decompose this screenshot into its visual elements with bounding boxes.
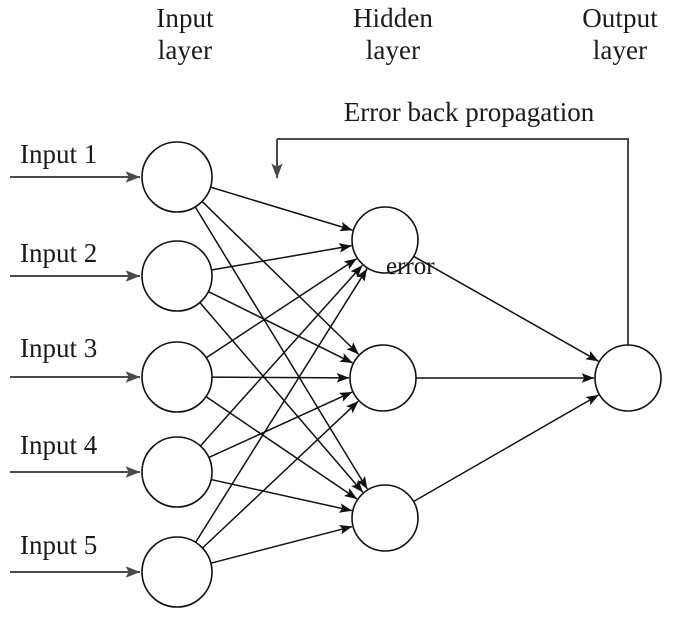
input-label-2: Input 2 — [20, 238, 98, 268]
input-node-1 — [141, 141, 213, 213]
edge-hidden3-output1 — [413, 394, 599, 503]
hidden-layer-title-line2: layer — [365, 35, 421, 65]
edge-input1-hidden1 — [210, 186, 353, 232]
hidden-node-3 — [351, 484, 419, 552]
input-node-5 — [141, 536, 213, 608]
edge-input5-hidden3 — [210, 524, 353, 564]
error-back-propagation-arrow — [271, 138, 629, 345]
neuron-nodes-group — [141, 141, 662, 608]
input-label-4: Input 4 — [20, 430, 98, 460]
edge-input4-hidden1 — [199, 264, 363, 447]
hidden-layer-title-line1: Hidden — [352, 3, 434, 33]
edge-input2-hidden3 — [199, 302, 364, 493]
input-node-4 — [141, 436, 213, 508]
backprop-path-horizontal — [277, 138, 629, 345]
edge-input1-hidden3 — [194, 206, 368, 490]
error-label: error — [386, 253, 435, 280]
input-label-1: Input 1 — [20, 139, 98, 169]
edge-hidden1-output1 — [413, 255, 599, 362]
connection-edges-group — [194, 186, 599, 564]
hidden-node-2 — [349, 344, 417, 412]
input-layer-title-line2: layer — [157, 35, 213, 65]
edge-input5-hidden2 — [201, 400, 359, 549]
edge-input4-hidden2 — [208, 391, 353, 459]
edge-input1-hidden2 — [201, 200, 360, 355]
edge-input3-hidden2 — [211, 372, 350, 383]
input-label-3: Input 3 — [20, 333, 98, 363]
output-node-1 — [594, 344, 662, 412]
input-layer-title-line1: Input — [156, 3, 214, 33]
output-layer-title-line1: Output — [582, 3, 658, 33]
output-layer-title-line2: layer — [592, 35, 648, 65]
edge-input3-hidden3 — [205, 396, 358, 500]
edge-input5-hidden1 — [194, 268, 368, 543]
edge-input4-hidden3 — [211, 478, 353, 513]
error-back-propagation-label: Error back propagation — [343, 97, 595, 127]
input-label-5: Input 5 — [20, 530, 98, 560]
input-node-3 — [141, 341, 213, 413]
hidden-node-1 — [351, 206, 419, 274]
edge-input3-hidden1 — [205, 258, 358, 359]
edge-input2-hidden1 — [211, 243, 352, 271]
edge-input2-hidden2 — [208, 290, 353, 364]
input-arrows-group — [10, 171, 141, 578]
input-node-2 — [141, 240, 213, 312]
